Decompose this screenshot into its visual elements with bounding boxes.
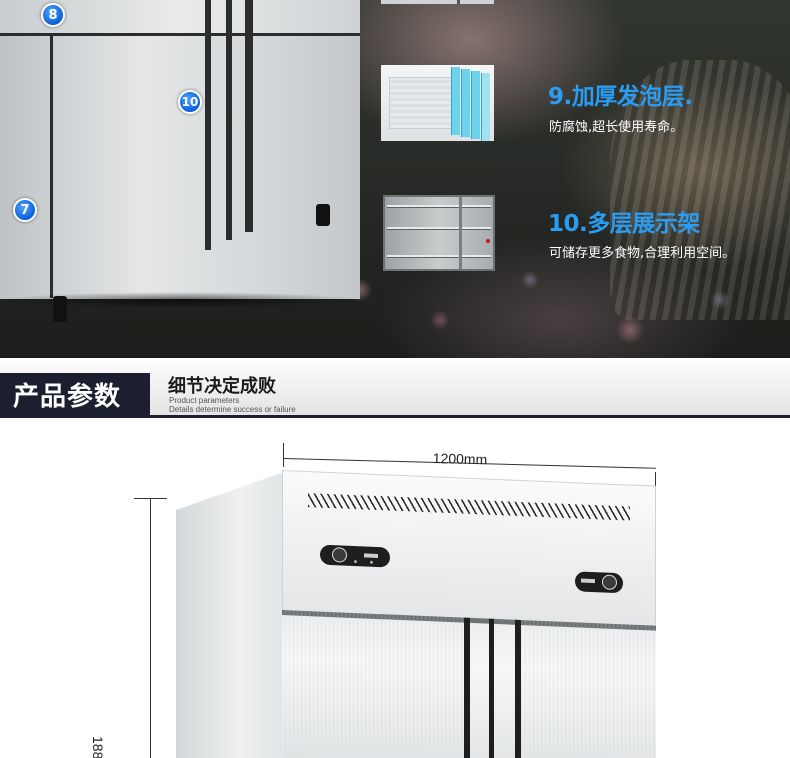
- cabinet-side-panel: [176, 472, 284, 758]
- temperature-controller-left: [320, 544, 390, 568]
- door-handle: [464, 617, 470, 758]
- fridge-caster: [316, 204, 330, 226]
- door-handle: [515, 619, 521, 758]
- foam-layer-thumbnail: [381, 65, 494, 141]
- cabinet-control-panel: [282, 470, 656, 629]
- section-tab-label: 产品参数: [0, 373, 150, 415]
- previous-feature-thumbnail: [381, 0, 494, 4]
- fridge-caster: [53, 296, 67, 322]
- height-dimension-label: 1880: [90, 736, 106, 758]
- height-dimension-tick: [134, 498, 167, 499]
- fridge-door-seam: [50, 36, 53, 298]
- callout-badge-7: 7: [13, 198, 37, 222]
- width-dimension-label: 1200mm: [432, 450, 488, 468]
- section-subtitle-en-1: Product parameters: [169, 396, 240, 405]
- section-subtitle-en-2: Details determine success or failure: [169, 405, 296, 414]
- callout-badge-10: 10: [178, 90, 202, 114]
- dial-knob-icon: [332, 547, 347, 563]
- fridge-shadow: [0, 292, 360, 308]
- callout-badge-8: 8: [41, 3, 65, 27]
- feature-9-description: 防腐蚀,超长使用寿命。: [549, 120, 684, 135]
- fridge-body-image: [0, 34, 360, 299]
- fridge-door-handle: [226, 0, 232, 240]
- section-title: 细节决定成败: [168, 376, 276, 397]
- fridge-door-handle: [245, 0, 253, 232]
- vent-grille: [308, 493, 630, 521]
- background-floral-pattern: [300, 230, 790, 358]
- feature-banner: 8 10 7 9.加厚发泡层. 防腐蚀,超长使用寿命。 10.多层展示架 可储存…: [0, 0, 790, 358]
- dial-knob-icon: [602, 574, 617, 591]
- feature-9-title: 9.加厚发泡层.: [548, 84, 693, 110]
- door-handle: [489, 618, 494, 758]
- fridge-horizontal-seam: [0, 33, 360, 36]
- height-dimension-line: [150, 498, 151, 758]
- section-underline: [0, 415, 790, 418]
- width-dimension-tick: [283, 443, 284, 467]
- fridge-door-handle: [205, 0, 211, 250]
- foam-layer-icon: [389, 77, 459, 129]
- temperature-controller-right: [575, 571, 623, 594]
- cabinet-doors: [282, 610, 656, 758]
- feature-10-title: 10.多层展示架: [548, 211, 700, 237]
- shelf-thumbnail: [383, 195, 495, 271]
- shelf-icon: [387, 205, 491, 207]
- feature-10-description: 可储存更多食物,合理利用空间。: [549, 246, 736, 261]
